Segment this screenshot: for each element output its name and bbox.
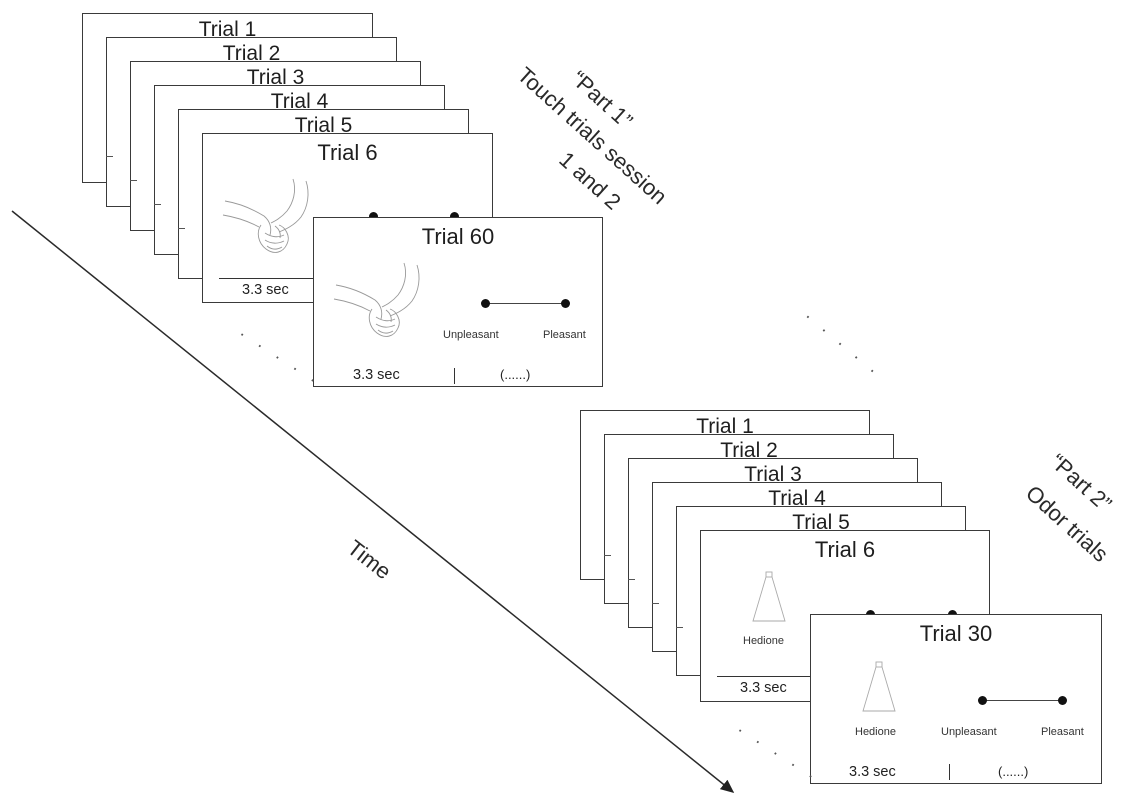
part2-final-trial-card: Trial 30 Hedione Unpleasant Pleasant 3.3… [810, 614, 1102, 784]
trial-duration: 3.3 sec [740, 680, 787, 696]
scale-label-pleasant: Pleasant [1041, 726, 1084, 738]
part1-final-trial-card: Trial 60 Unpleasant Pleasant 3.3 sec (..… [313, 217, 603, 387]
separator [949, 764, 950, 780]
trial-title: Trial 6 [701, 537, 989, 563]
separator [454, 368, 455, 384]
trial-title: Trial 30 [811, 621, 1101, 647]
trial-title: Trial 6 [203, 140, 492, 166]
hands-illustration [221, 177, 311, 262]
card-edge-tick [604, 555, 611, 556]
hands-illustration [332, 261, 422, 346]
card-edge-tick [106, 156, 113, 157]
perfume-bottle-icon [859, 659, 899, 719]
stimulus-label: Hedione [743, 635, 784, 647]
scale-label-pleasant: Pleasant [543, 329, 586, 341]
scale-end-marker [481, 299, 490, 308]
response-placeholder: (......) [500, 367, 530, 382]
scale-end-marker [561, 299, 570, 308]
card-edge-tick [676, 627, 683, 628]
trial-title: Trial 60 [314, 224, 602, 250]
perfume-bottle-icon [749, 569, 789, 629]
stimulus-label: Hedione [855, 726, 896, 738]
rating-scale-line [982, 700, 1062, 701]
scale-end-marker [978, 696, 987, 705]
card-edge-tick [652, 603, 659, 604]
scale-baseline [717, 676, 821, 677]
card-edge-tick [154, 204, 161, 205]
rating-scale-line [485, 303, 565, 304]
card-edge-tick [628, 579, 635, 580]
trial-duration: 3.3 sec [849, 764, 896, 780]
scale-label-unpleasant: Unpleasant [941, 726, 997, 738]
scale-label-unpleasant: Unpleasant [443, 329, 499, 341]
card-edge-tick [178, 228, 185, 229]
card-edge-tick [130, 180, 137, 181]
trial-duration: 3.3 sec [242, 282, 289, 298]
scale-end-marker [1058, 696, 1067, 705]
response-placeholder: (......) [998, 764, 1028, 779]
trial-duration: 3.3 sec [353, 367, 400, 383]
